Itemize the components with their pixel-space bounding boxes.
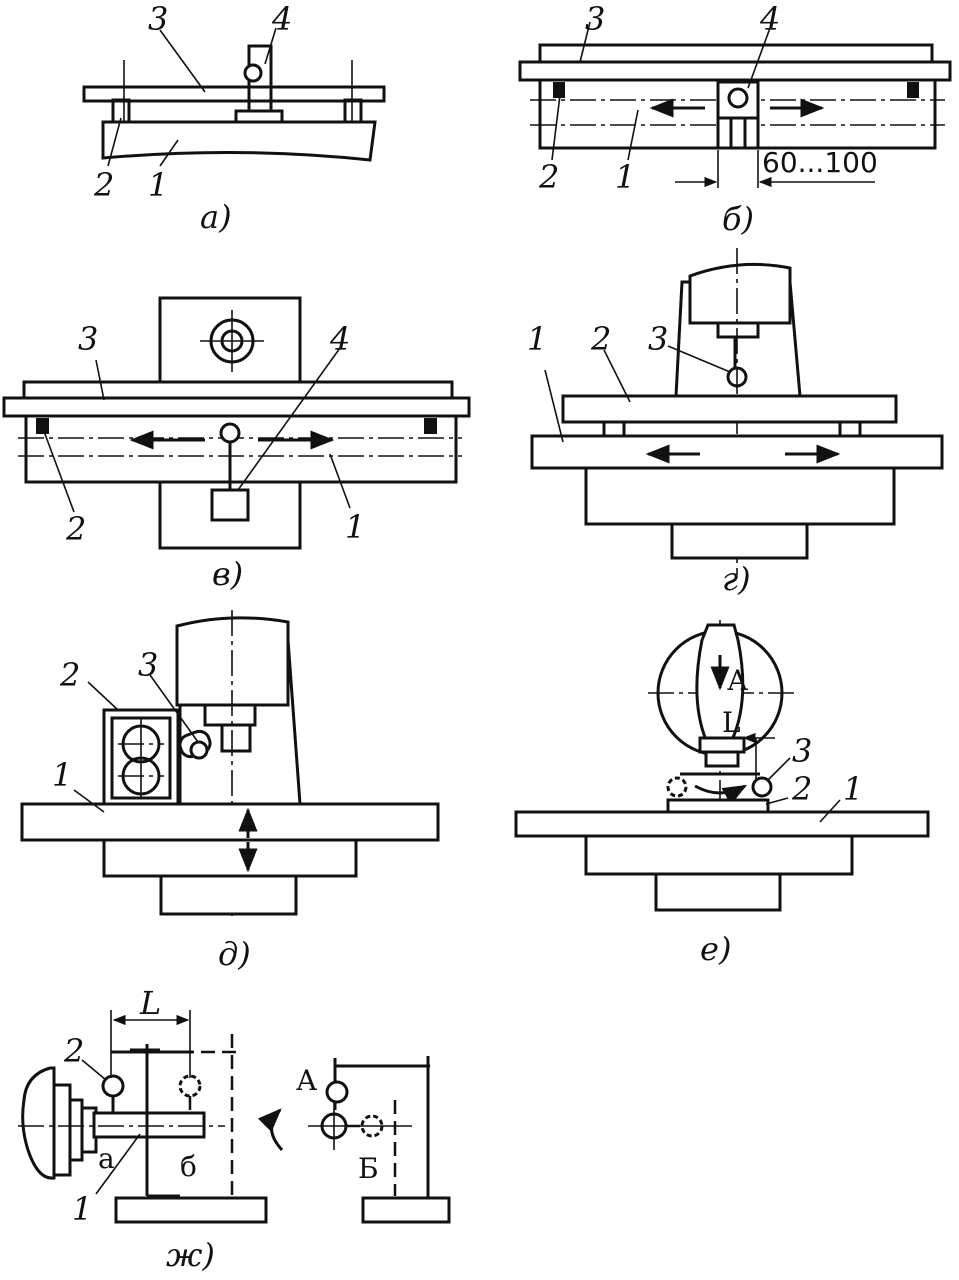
dial-indicator-icon [243, 63, 263, 83]
dial-indicator-icon [219, 422, 241, 444]
letter-A: А [727, 664, 748, 697]
carriage-body [24, 414, 458, 484]
caption-d: д) [218, 935, 251, 973]
caption-g: г) [722, 560, 751, 598]
label-3: 3 [78, 320, 98, 358]
panel-v: 3 4 2 1 в) [2, 296, 471, 593]
panel-d: 2 3 1 д) [20, 610, 440, 973]
spindle-nose-1 [203, 703, 257, 727]
label-3: 3 [148, 0, 168, 38]
letter-L: L [722, 706, 741, 739]
panel-zh: L 2 1 а б А Б ж) [18, 984, 451, 1274]
rotation-arrow [257, 1108, 284, 1152]
pedestal [670, 522, 809, 560]
panel-e: А L 3 2 1 е) [514, 620, 930, 968]
machine-table [530, 434, 944, 470]
dial-indicator-B-icon [360, 1114, 384, 1138]
dial-indicator-icon [727, 87, 749, 109]
machine-table [514, 810, 930, 838]
machine-table [20, 802, 440, 842]
dial-indicator-dashed-icon [178, 1074, 202, 1098]
dial-indicator-right-icon [751, 776, 773, 798]
label-1: 1 [615, 158, 635, 196]
point-A: А [296, 1064, 317, 1097]
test-mandrel [92, 1111, 206, 1139]
label-1: 1 [52, 756, 72, 794]
label-4: 4 [271, 0, 292, 38]
label-3: 3 [585, 0, 605, 38]
point-a: а [98, 1142, 115, 1175]
setup-plate [666, 798, 770, 814]
caption-b: б) [722, 200, 754, 238]
label-1: 1 [72, 1190, 92, 1228]
saddle [102, 838, 358, 878]
top-plate [538, 43, 934, 64]
label-2: 2 [93, 166, 114, 204]
pedestal [159, 874, 298, 916]
dial-indicator-A-icon [325, 1080, 349, 1104]
label-2: 2 [59, 656, 80, 694]
label-3: 3 [138, 646, 158, 684]
panel-a: 3 4 2 1 а) [82, 0, 386, 236]
label-4: 4 [329, 320, 350, 358]
workpiece-plate [561, 394, 898, 424]
spindle-nose [716, 321, 760, 339]
panel-b: 60...100 3 4 2 1 б) [518, 0, 952, 238]
table-plate [82, 85, 386, 103]
label-1: 1 [148, 166, 168, 204]
caption-a: а) [200, 198, 232, 236]
dim-L: L [139, 984, 161, 1022]
spindle-nose [704, 750, 740, 768]
label-4: 4 [759, 0, 780, 38]
top-plate [22, 380, 454, 400]
label-2: 2 [538, 158, 559, 196]
panel-g: 1 2 3 г) [527, 248, 944, 598]
dial-indicator-left-icon [666, 776, 688, 798]
indicator-stand [210, 488, 250, 522]
label-3: 3 [648, 320, 668, 358]
saddle [584, 834, 854, 876]
label-2: 2 [791, 770, 812, 808]
pad-right [907, 82, 919, 98]
support-right [838, 420, 862, 438]
pad-left [553, 82, 565, 98]
label-1: 1 [527, 320, 547, 358]
support-left [602, 420, 626, 438]
table-plate [2, 396, 471, 418]
base-body [101, 120, 377, 162]
table-plate [518, 60, 952, 82]
spindle-nose-2 [220, 723, 252, 753]
dial-indicator-icon [189, 740, 209, 760]
label-2: 2 [63, 1032, 84, 1070]
point-B: Б [358, 1152, 379, 1185]
saddle [584, 466, 896, 526]
caption-v: в) [212, 555, 243, 593]
chuck-flange-1 [52, 1083, 72, 1177]
label-2: 2 [590, 320, 611, 358]
stand-base-right [361, 1196, 451, 1224]
caption-zh: ж) [166, 1236, 215, 1274]
point-b: б [180, 1150, 197, 1183]
chuck-body [21, 1066, 56, 1180]
label-1: 1 [345, 508, 365, 546]
pad-right [424, 418, 437, 434]
chuck-flange-2 [68, 1098, 84, 1162]
rotation-arc [694, 784, 748, 805]
support-block [234, 109, 284, 124]
pedestal [654, 872, 782, 912]
caption-e: е) [700, 930, 731, 968]
label-2: 2 [65, 510, 86, 548]
pad-right [343, 98, 363, 124]
label-1: 1 [843, 770, 863, 808]
label-3: 3 [792, 732, 812, 770]
spindle-head [688, 262, 792, 325]
stand-base [114, 1196, 268, 1224]
spindle-collar [698, 736, 746, 754]
dimension-60-100: 60...100 [762, 146, 878, 179]
